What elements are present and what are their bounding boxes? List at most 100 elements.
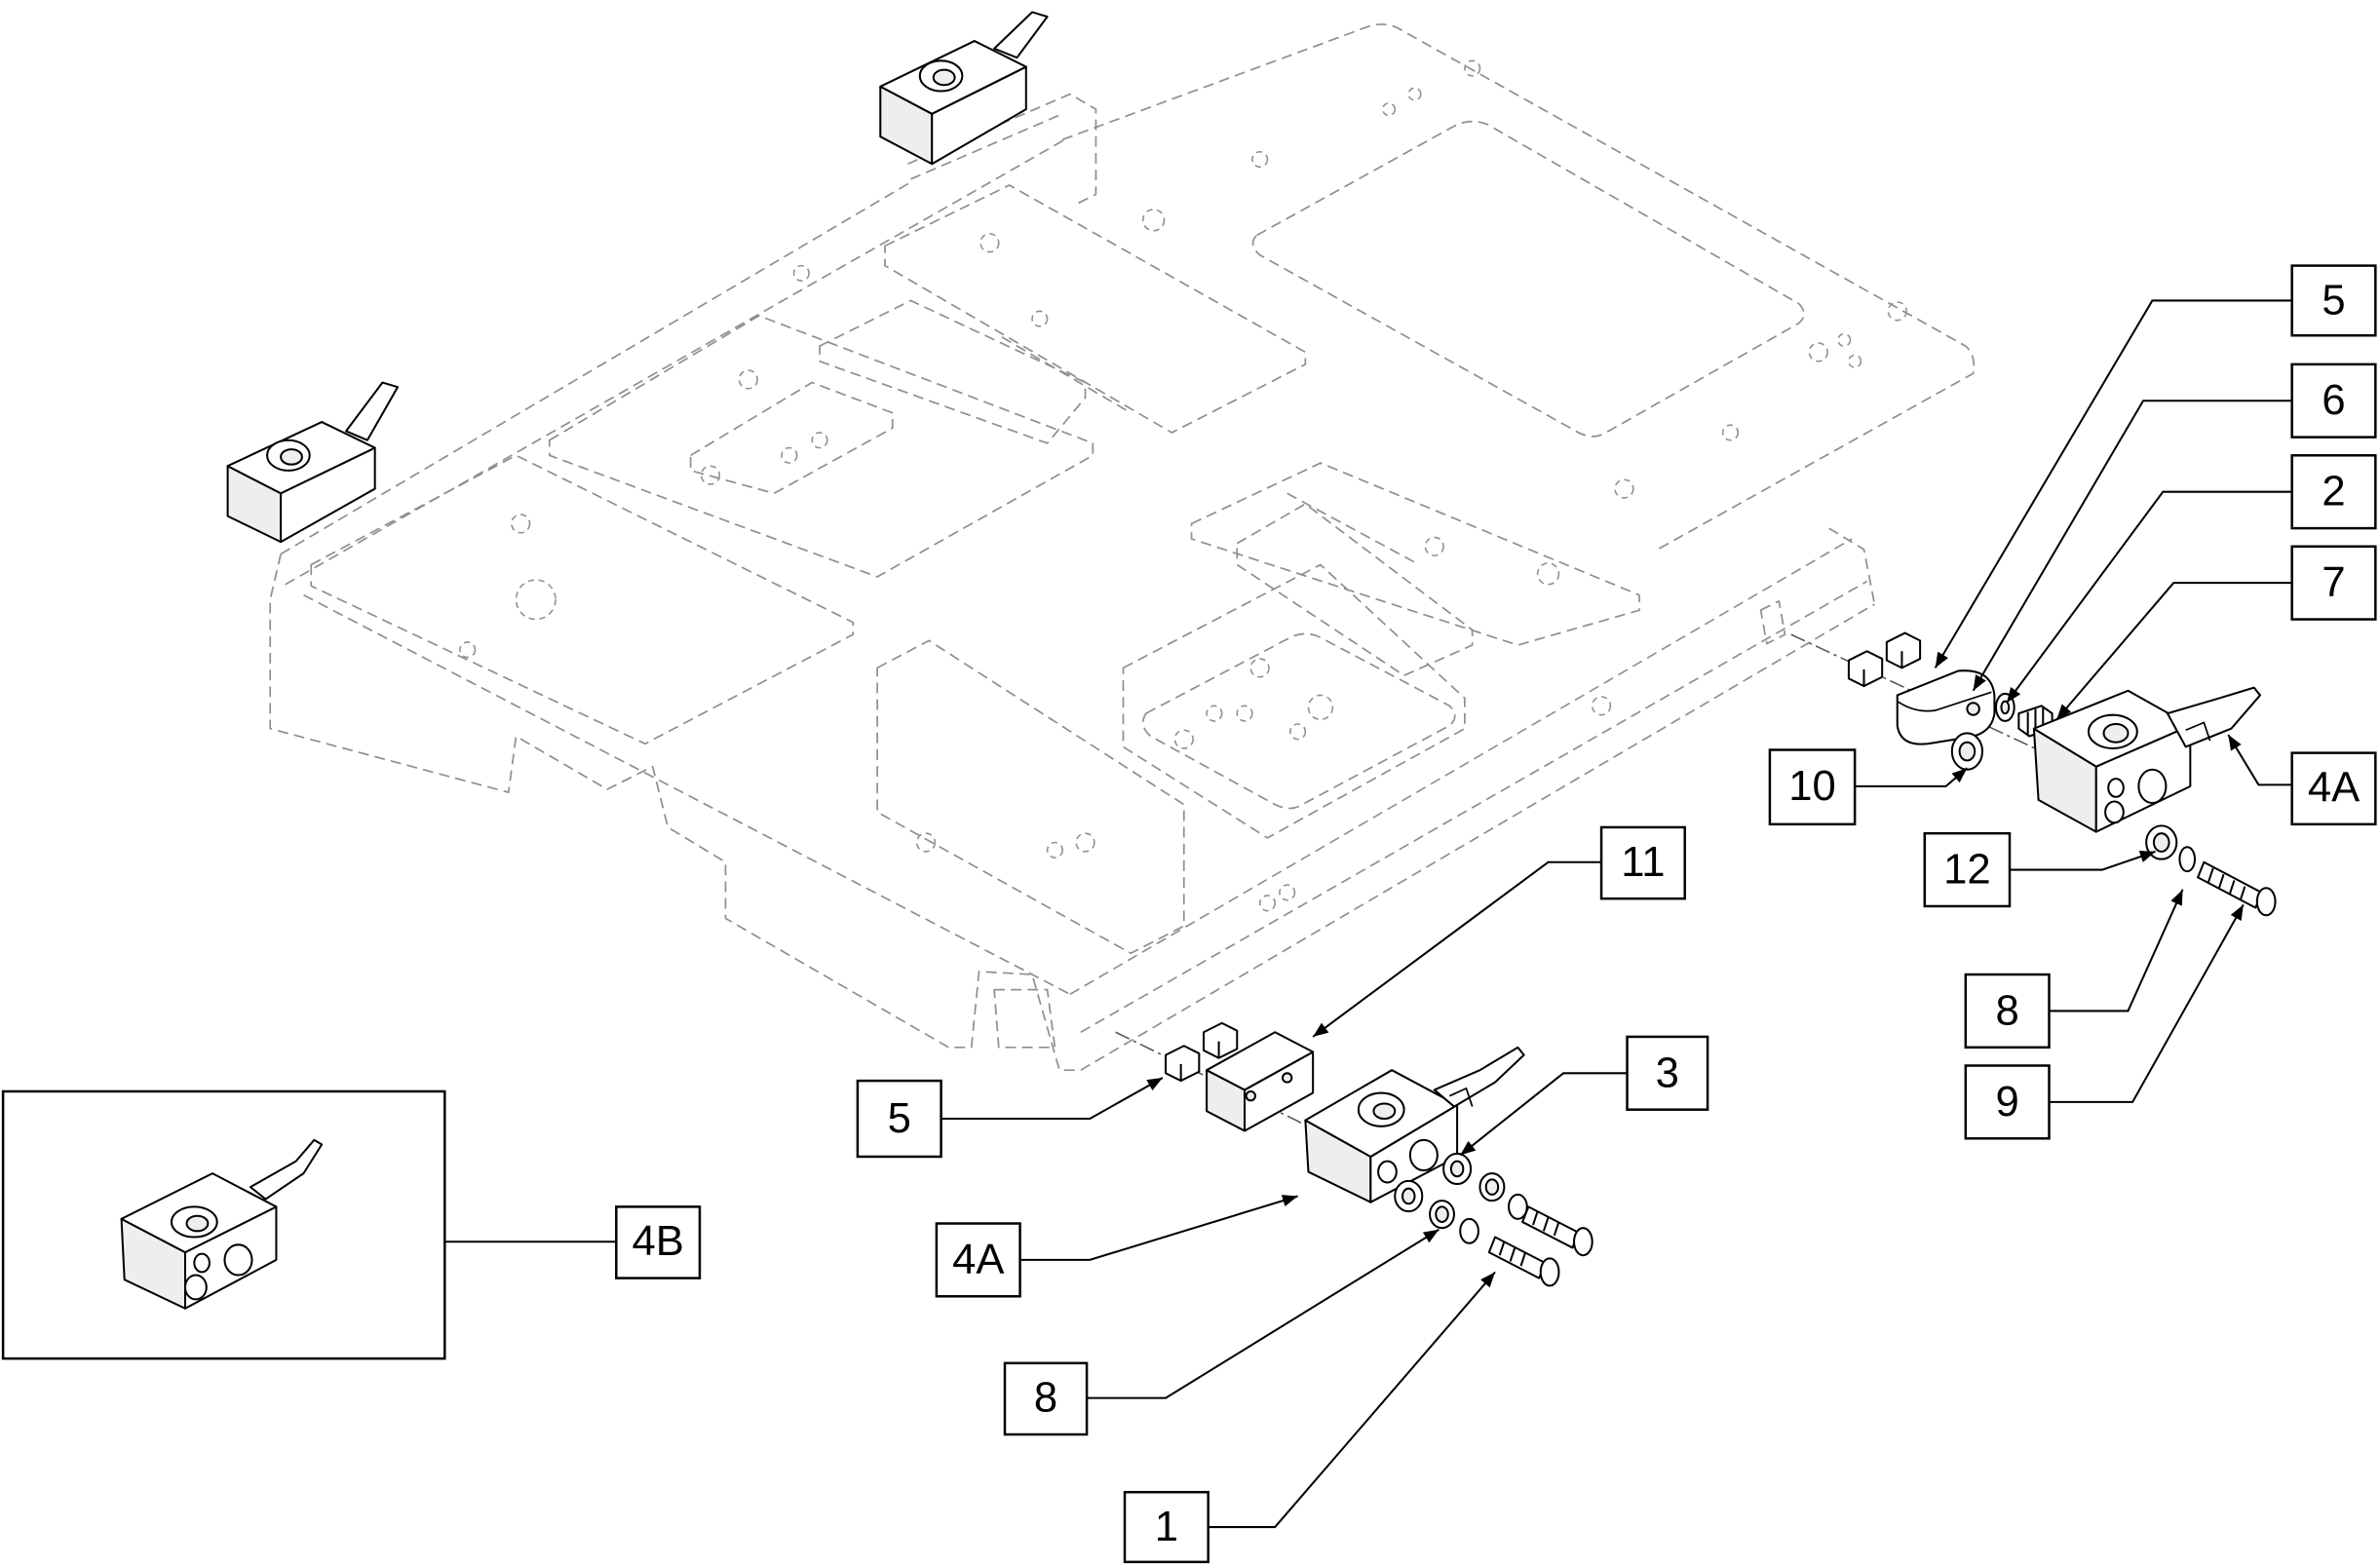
clamp-hole (2137, 768, 2168, 805)
mounting-hole (700, 465, 720, 485)
right-tube-bottom (1080, 603, 1875, 1071)
right-tube-end (1828, 527, 1876, 605)
mounting-hole (1424, 536, 1444, 556)
panel-middle (548, 315, 1094, 578)
washer-hole (1449, 1160, 1465, 1178)
mounting-hole (1279, 884, 1296, 901)
screw-head (1573, 1227, 1593, 1257)
callout-box (2290, 264, 2377, 337)
callout-box (2290, 751, 2377, 826)
mounting-hole (792, 264, 810, 282)
mounting-hole (1464, 59, 1481, 77)
clamp-hole (1408, 1138, 1439, 1172)
clamp-bore-inner (1372, 1102, 1397, 1121)
screw (2197, 860, 2263, 909)
slot-row-upper (1001, 336, 1420, 566)
callout-8-lower: 8 (1003, 1228, 1440, 1436)
washer-hole (1435, 1205, 1449, 1223)
mounting-hole (515, 579, 557, 621)
washer (2178, 846, 2197, 873)
seat-pan-frame (269, 23, 1976, 1072)
washer (1508, 1193, 1528, 1220)
clamp-hole (223, 1243, 253, 1277)
clamp-hole (2107, 778, 2125, 798)
lower-clamp-assembly (1115, 1021, 1593, 1287)
clamp-lever-notch (2185, 721, 2211, 742)
panel-middle-slot (689, 381, 894, 495)
callout-box (1123, 1490, 1209, 1564)
washer-hole (2000, 700, 2011, 715)
leader-line (1934, 299, 2292, 668)
spacer-hole (1245, 1089, 1256, 1102)
left-edge-inner (285, 135, 1071, 586)
inset-4b (1, 1089, 446, 1360)
rear-bracket-top (879, 11, 1049, 166)
mounting-holes (459, 59, 1907, 912)
callout-label: 10 (1788, 763, 1836, 810)
nut (1165, 1045, 1201, 1083)
right-tube-slot (1759, 599, 1786, 645)
callout-label: 4A (952, 1237, 1004, 1283)
callout-label: 3 (1656, 1050, 1679, 1096)
panel-front (876, 639, 1185, 955)
mounting-hole (738, 369, 758, 390)
callout-9: 9 (1964, 903, 2245, 1140)
callout-box (1599, 825, 1686, 900)
spacer-hole (1966, 702, 1980, 716)
clamp-hole (1377, 1160, 1398, 1184)
leader-line (1855, 767, 1969, 787)
washer-hole (1484, 1178, 1500, 1196)
callout-label: 2 (2322, 469, 2345, 515)
bracket-bore-inner (932, 68, 956, 87)
mounting-hole (1289, 723, 1307, 741)
callout-box (2290, 454, 2377, 530)
leader-line (1972, 400, 2292, 692)
callout-box (1923, 831, 2012, 908)
callout-label: 1 (1155, 1504, 1178, 1550)
screw-head (1539, 1257, 1560, 1287)
callout-box (1964, 1064, 2051, 1140)
front-tube-silhouette (269, 553, 1081, 1072)
mounting-hole (1887, 301, 1907, 322)
right-clamp-assembly (1790, 631, 2277, 917)
nut (1847, 650, 1884, 688)
leader-line (1459, 1072, 1628, 1157)
clamp-lever (2166, 686, 2261, 748)
mounting-hole (811, 432, 828, 449)
leader-line (2006, 490, 2292, 704)
callout-1: 1 (1123, 1271, 1496, 1564)
callout-label: 12 (1943, 847, 1991, 894)
front-tube-top (303, 593, 1071, 996)
callout-12: 12 (1923, 831, 2156, 908)
callout-label: 7 (2322, 559, 2345, 606)
callout-label: 5 (888, 1095, 911, 1142)
callout-box (1964, 973, 2051, 1050)
mounting-hole (1614, 478, 1634, 499)
mounting-hole (979, 233, 1000, 253)
mounting-hole (1046, 841, 1063, 859)
mounting-hole (1848, 354, 1862, 368)
right-tube-top (1069, 538, 1853, 996)
callout-box (856, 1079, 942, 1159)
leader-line (2055, 582, 2292, 721)
mounting-hole (1721, 424, 1739, 441)
rear-bracket-left (226, 381, 400, 544)
callout-4b: 4B (444, 1205, 702, 1279)
callout-4a-lower: 4A (935, 1195, 1298, 1298)
bracket-lever (345, 381, 400, 441)
panel-left (310, 454, 855, 745)
callout-label: 4B (632, 1218, 683, 1265)
spacer-top-face (1206, 1031, 1315, 1091)
mounting-hole (915, 832, 937, 853)
mounting-hole (1251, 150, 1269, 169)
clamp-lever (249, 1138, 324, 1201)
spacer-hole (1281, 1072, 1293, 1084)
callout-4a-right: 4A (2227, 734, 2377, 826)
rear-tube (906, 93, 1097, 207)
callout-box (935, 1222, 1021, 1298)
mounting-hole (1173, 729, 1194, 749)
leader-line (1087, 1228, 1440, 1399)
washer-hole (1958, 741, 1977, 762)
callouts: 5 6 2 7 10 4A 12 (444, 264, 2377, 1564)
leader-line (2049, 889, 2184, 1012)
